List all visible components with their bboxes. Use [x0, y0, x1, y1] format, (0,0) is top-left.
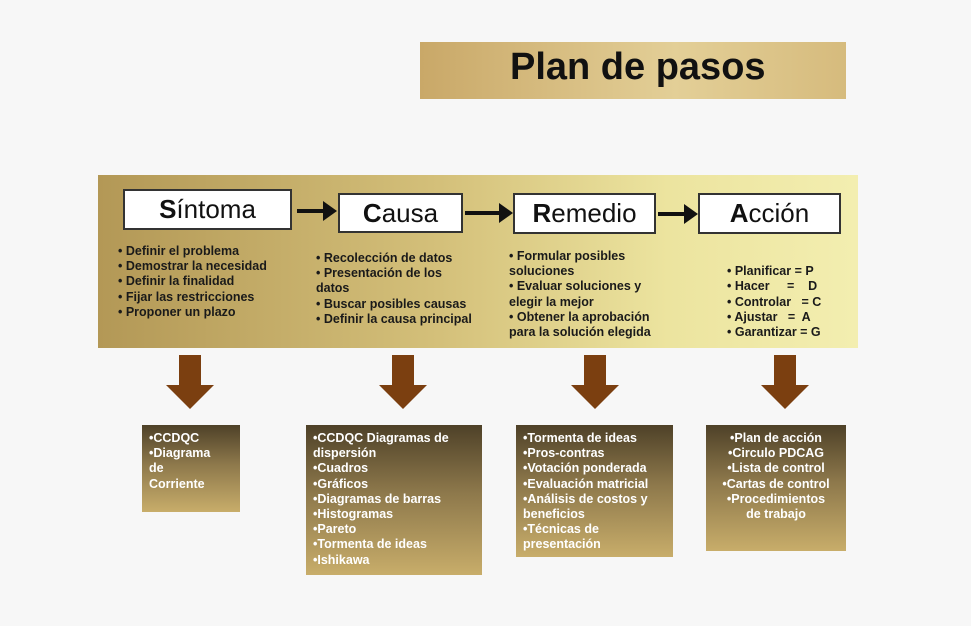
list-item: datos	[316, 281, 350, 296]
list-item: • Presentación de los	[316, 266, 442, 281]
step-accion: Acción	[698, 193, 841, 234]
arrow-down-icon	[379, 355, 427, 409]
step-initial: S	[159, 194, 177, 224]
tool-item: •Cartas de control	[722, 476, 830, 491]
list-item: soluciones	[509, 264, 575, 279]
tool-item: •Tormenta de ideas	[313, 537, 427, 552]
sintoma-list: • Definir el problema• Demostrar la nece…	[118, 244, 267, 320]
step-sintoma: Síntoma	[123, 189, 292, 230]
accion-list: • Planificar = P• Hacer = D• Controlar =…	[727, 249, 821, 340]
tool-item: •CCDQC	[149, 431, 200, 445]
tool-item: •CCDQC Diagramas de	[313, 431, 449, 445]
tool-item: •Votación ponderada	[523, 461, 647, 476]
list-item: • Demostrar la necesidad	[118, 259, 267, 274]
list-item: • Formular posibles	[509, 249, 626, 263]
page-title: Plan de pasos	[510, 46, 766, 88]
tool-item: de trabajo	[746, 507, 806, 522]
tool-item: •Análisis de costos y	[523, 491, 648, 506]
step-causa: Causa	[338, 193, 463, 233]
step-initial: A	[729, 198, 749, 228]
list-item: • Hacer = D	[727, 279, 818, 294]
arrow-down-icon	[571, 355, 619, 409]
tool-item: •Histogramas	[313, 507, 394, 522]
tool-item: •Ishikawa	[313, 552, 370, 567]
list-item: • Definir la causa principal	[316, 311, 472, 326]
list-item: • Controlar = C	[727, 294, 822, 309]
list-item: • Evaluar soluciones y	[509, 279, 642, 294]
list-item: • Definir el problema	[118, 244, 240, 258]
step-label: íntoma	[176, 194, 256, 224]
list-item: • Buscar posibles causas	[316, 296, 467, 311]
title-banner: Plan de pasos	[420, 42, 846, 99]
tool-item: •Circulo PDCAG	[727, 446, 825, 461]
step-label: emedio	[551, 198, 637, 228]
tool-item: •Diagramas de barras	[313, 491, 442, 506]
arrow-right-icon	[297, 201, 337, 221]
tool-item: Corriente	[149, 476, 205, 491]
tool-item: •Pareto	[313, 522, 357, 537]
tool-item: •Pros-contras	[523, 446, 605, 461]
arrow-down-icon	[166, 355, 214, 409]
tool-item: presentación	[523, 537, 601, 552]
list-item: • Ajustar = A	[727, 309, 811, 324]
tool-item: •Técnicas de	[523, 522, 599, 537]
tool-item: •Lista de control	[727, 461, 825, 476]
list-item: para la solución elegida	[509, 325, 651, 340]
tool-item: •Cuadros	[313, 461, 369, 476]
list-item: • Definir la finalidad	[118, 274, 235, 289]
list-item: • Proponer un plazo	[118, 304, 236, 319]
tool-item: •Plan de acción	[730, 431, 822, 445]
tools-remedio: •Tormenta de ideas•Pros-contras•Votación…	[516, 425, 673, 557]
tool-item: •Gráficos	[313, 476, 369, 491]
list-item: • Obtener la aprobación	[509, 309, 650, 324]
tool-item: beneficios	[523, 507, 585, 522]
step-label: cción	[748, 198, 810, 228]
arrow-down-icon	[761, 355, 809, 409]
tool-item: de	[149, 461, 164, 476]
tools-accion: •Plan de acción•Circulo PDCAG•Lista de c…	[706, 425, 846, 551]
tool-item: •Procedimientos	[726, 491, 826, 506]
tool-item: •Tormenta de ideas	[523, 431, 637, 445]
step-label: ausa	[381, 198, 439, 228]
list-item: elegir la mejor	[509, 294, 594, 309]
step-remedio: Remedio	[513, 193, 656, 234]
tool-item: dispersión	[313, 446, 377, 461]
causa-list: • Recolección de datos• Presentación de …	[316, 251, 472, 327]
list-item: • Fijar las restricciones	[118, 289, 255, 304]
tool-item: •Diagrama	[149, 446, 211, 461]
arrow-right-icon	[465, 203, 513, 223]
list-item: • Planificar = P	[727, 264, 814, 279]
list-item: • Recolección de datos	[316, 251, 453, 265]
step-initial: C	[362, 198, 382, 228]
list-item: • Garantizar = G	[727, 325, 821, 340]
step-initial: R	[532, 198, 552, 228]
arrow-right-icon	[658, 204, 698, 224]
tool-item: •Evaluación matricial	[523, 476, 649, 491]
